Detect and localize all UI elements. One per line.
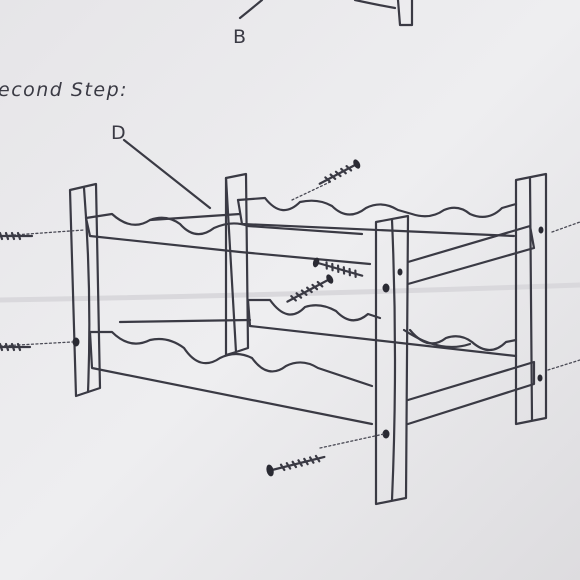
right-side-rails	[406, 224, 536, 426]
back-top-rail	[236, 196, 518, 219]
front-top-rail	[84, 212, 364, 236]
fold-crease	[0, 282, 580, 303]
dowel-hole-icon	[72, 226, 544, 439]
part-d-label: D	[111, 122, 126, 144]
front-left-post	[68, 182, 102, 398]
front-right-post	[374, 214, 410, 506]
screw-icon	[0, 159, 364, 477]
step-title: econd Step:	[0, 79, 128, 101]
part-b-fragment	[238, 0, 414, 27]
part-d-leader	[122, 138, 212, 210]
front-bottom-rail	[88, 330, 374, 388]
back-right-post	[514, 172, 548, 426]
part-b-label: B	[233, 26, 246, 48]
